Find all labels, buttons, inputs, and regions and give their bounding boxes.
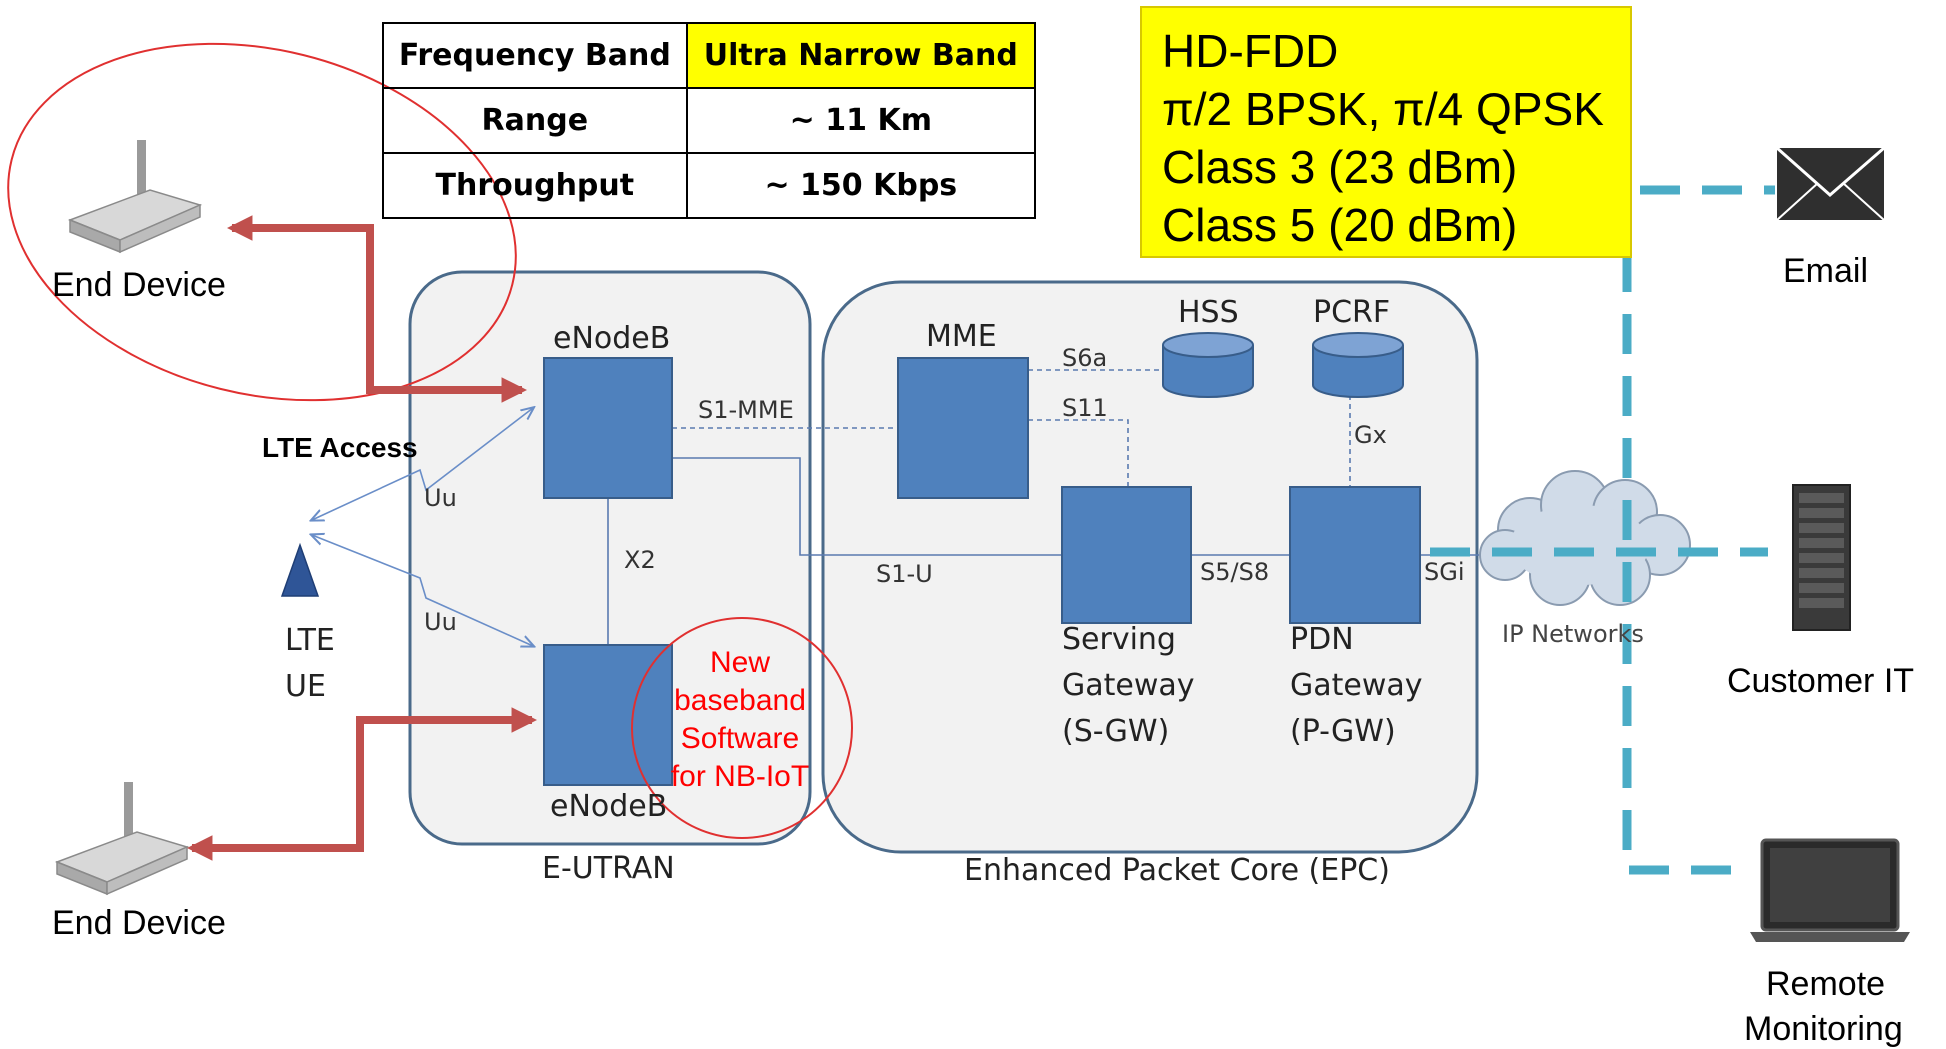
annotation-line: for NB-IoT	[670, 760, 810, 793]
end-device-top-label: End Device	[52, 266, 226, 304]
table-row: Throughput ~ 150 Kbps	[382, 152, 1037, 219]
table-cell: ~ 150 Kbps	[685, 152, 1037, 219]
pgw-label-line1: PDN	[1290, 622, 1354, 657]
dashed-trunk	[1622, 190, 1752, 875]
ip-networks-label: IP Networks	[1502, 620, 1644, 648]
enodeb-bottom-label: eNodeB	[550, 789, 668, 824]
remote-monitoring-label-line1: Remote	[1766, 965, 1886, 1003]
uu-bottom-label: Uu	[424, 608, 457, 636]
sgw-label-line2: Gateway	[1062, 668, 1195, 703]
annotation-line: New	[709, 646, 770, 679]
pgw-label-line2: Gateway	[1290, 668, 1423, 703]
s1-u-line	[672, 457, 1062, 556]
envelope-icon	[1776, 146, 1885, 221]
antenna-icon	[280, 542, 320, 597]
sgw-label-line1: Serving	[1062, 622, 1176, 657]
mme-box	[897, 357, 1029, 499]
router-icon	[67, 140, 203, 254]
lte-ue-label-line1: LTE	[285, 623, 335, 658]
uu-top-link	[312, 408, 533, 520]
s6a-label: S6a	[1062, 344, 1108, 372]
epc-label: Enhanced Packet Core (EPC)	[964, 853, 1390, 888]
laptop-icon	[1750, 838, 1910, 942]
server-tower-icon	[1792, 484, 1851, 631]
sgw-box	[1061, 486, 1192, 624]
customer-it-label: Customer IT	[1727, 662, 1915, 700]
database-icon	[1312, 332, 1404, 398]
s11-line	[1028, 419, 1129, 487]
sgi-label: SGi	[1424, 558, 1465, 586]
spec-table: Frequency Band Ultra Narrow Band Range ~…	[382, 22, 1037, 219]
cloud-icon	[1479, 470, 1691, 606]
table-cell: Range	[382, 87, 688, 154]
arrow-end-device-bottom	[186, 707, 538, 861]
note-line: Class 3 (23 dBm)	[1162, 141, 1518, 193]
table-cell: Throughput	[382, 152, 688, 219]
uu-bottom-link	[312, 535, 533, 646]
router-icon	[54, 782, 190, 896]
s1-mme-label: S1-MME	[698, 396, 794, 424]
table-row: Frequency Band Ultra Narrow Band	[382, 22, 1037, 89]
enodeb-top-label: eNodeB	[553, 321, 671, 356]
end-device-bottom-label: End Device	[52, 904, 226, 942]
baseband-annotation: New baseband Software for NB-IoT	[660, 644, 820, 796]
sgw-label-line3: (S-GW)	[1062, 714, 1170, 749]
table-cell: ~ 11 Km	[685, 87, 1037, 154]
annotation-line: baseband	[674, 684, 806, 717]
database-icon	[1162, 332, 1254, 398]
s11-label: S11	[1062, 394, 1108, 422]
arrow-end-device-top	[226, 215, 528, 403]
s5-s8-label: S5/S8	[1200, 558, 1270, 586]
lte-ue-label-line2: UE	[285, 669, 326, 704]
note-line: Class 5 (20 dBm)	[1162, 199, 1518, 251]
table-row: Range ~ 11 Km	[382, 87, 1037, 154]
remote-monitoring-label-line2: Monitoring	[1744, 1010, 1903, 1048]
annotation-line: Software	[680, 722, 800, 755]
table-cell: Ultra Narrow Band	[685, 22, 1037, 89]
pcrf-label: PCRF	[1313, 295, 1391, 330]
note-line: π/2 BPSK, π/4 QPSK	[1162, 83, 1604, 135]
x2-label: X2	[624, 546, 656, 574]
email-label: Email	[1783, 252, 1869, 290]
enodeb-top-box	[543, 357, 673, 499]
baseband-highlight-circle	[631, 617, 853, 839]
uu-radio-links	[312, 408, 533, 646]
mme-label: MME	[926, 319, 997, 354]
table-cell: Frequency Band	[382, 22, 688, 89]
s1-u-label: S1-U	[876, 560, 933, 588]
eutran-label: E-UTRAN	[542, 851, 675, 886]
uu-top-label: Uu	[424, 484, 457, 512]
pgw-box	[1289, 486, 1421, 624]
ip-dashed-links	[1430, 185, 1775, 875]
gx-label: Gx	[1354, 421, 1387, 449]
radio-specs-note: HD-FDD π/2 BPSK, π/4 QPSK Class 3 (23 dB…	[1140, 6, 1632, 258]
note-line: HD-FDD	[1162, 25, 1339, 77]
lte-access-label: LTE Access	[262, 432, 418, 463]
pgw-label-line3: (P-GW)	[1290, 714, 1396, 749]
enodeb-bottom-box	[543, 644, 673, 786]
hss-label: HSS	[1178, 295, 1239, 330]
